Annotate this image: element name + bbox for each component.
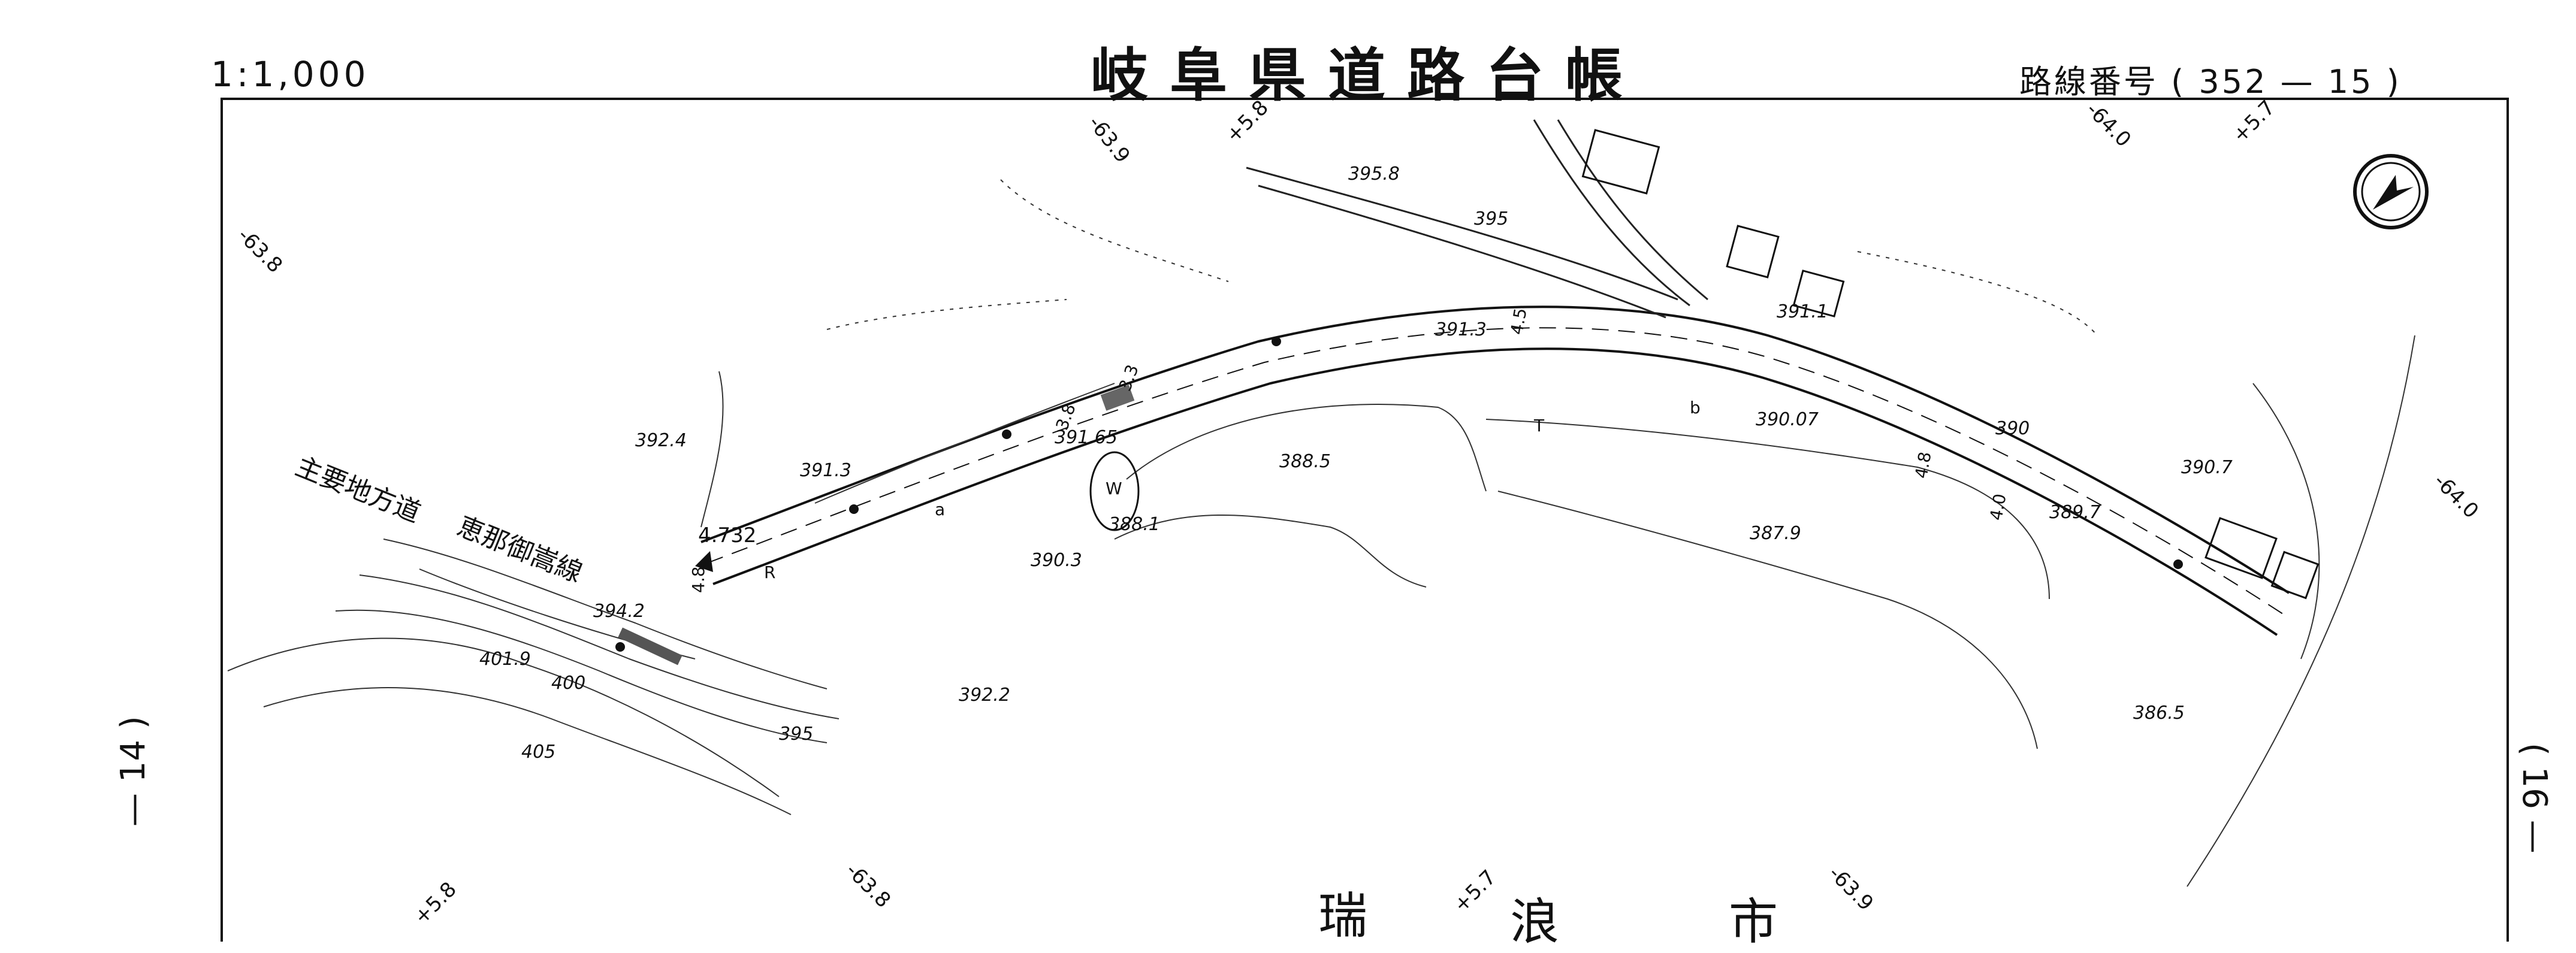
- elevation-label: 392.4: [635, 430, 687, 451]
- elevation-label: 389.7: [2049, 502, 2101, 523]
- map-scale: 1:1,000: [211, 54, 370, 95]
- elevation-label: 386.5: [2133, 703, 2185, 724]
- embankment: [1497, 491, 2038, 749]
- utility-pole: [2173, 559, 2183, 569]
- elevation-label: 395.8: [1348, 164, 1400, 184]
- building: [1581, 129, 1660, 195]
- embankment: [700, 371, 724, 528]
- bridge: [1100, 385, 1135, 411]
- road-width-label: 4.8: [688, 566, 708, 593]
- elevation-label: 400: [551, 673, 585, 694]
- embankment: [2187, 335, 2415, 887]
- elevation-label: 392.2: [959, 685, 1010, 706]
- embankment: [1857, 251, 2098, 336]
- elevation-label: 390.7: [2181, 457, 2233, 478]
- km-marker-icon: [695, 551, 713, 572]
- embankment: [814, 383, 1115, 504]
- elevation-label: 391.3: [800, 460, 851, 481]
- curb-label: b: [1690, 398, 1701, 417]
- elevation-label: 391.65: [1055, 427, 1118, 448]
- embankment: [1000, 179, 1229, 282]
- branch-road: [1258, 184, 1666, 319]
- elevation-label: 387.9: [1750, 523, 1801, 544]
- building: [2270, 550, 2320, 600]
- curb-label: a: [935, 500, 945, 519]
- grid-mark-bottom-3: +5.7: [1449, 866, 1501, 918]
- contour-line: [335, 609, 828, 743]
- bridge-width-label: 3.3: [1115, 362, 1143, 394]
- road-edge-south: [712, 347, 2278, 636]
- map-frame: [221, 98, 2509, 942]
- route-number: 路線番号 ( 352 — 15 ): [2019, 63, 2402, 101]
- elevation-label: 395: [779, 724, 813, 745]
- branch-road: [1557, 119, 1708, 301]
- city-char-3: 市: [1729, 894, 1778, 951]
- city-char-2: 浪: [1510, 894, 1560, 951]
- embankment: [1126, 404, 1487, 492]
- elevation-label: 401.9: [479, 649, 531, 670]
- grid-mark-bottom-2: -63.8: [841, 858, 895, 912]
- route-label-line1: 主要地方道: [291, 451, 425, 529]
- road-width-label: 4.8: [1911, 450, 1935, 480]
- utility-pole: [849, 504, 859, 514]
- grid-mark-top-1: -63.9: [1083, 111, 1135, 168]
- grid-mark-top-2: +5.8: [1221, 96, 1273, 148]
- grid-mark-left: -63.8: [233, 223, 287, 277]
- city-char-1: 瑞: [1318, 888, 1368, 945]
- road-hatch: [618, 627, 682, 665]
- grid-mark-top-3: -64.0: [2082, 98, 2136, 152]
- pond: [1089, 451, 1140, 531]
- grid-mark-bottom-1: +5.8: [409, 878, 461, 930]
- route-label-line2: 恵那御嵩線: [453, 511, 587, 589]
- contour-line: [227, 637, 780, 797]
- embankment: [2252, 383, 2320, 659]
- contour-line: [383, 538, 828, 689]
- utility-pole: [1272, 337, 1281, 346]
- building: [1726, 225, 1780, 279]
- building: [2204, 517, 2278, 579]
- embankment: [826, 299, 1067, 330]
- contour-line: [263, 686, 792, 815]
- km-marker-label: 4.732: [698, 524, 756, 547]
- elevation-label: 391.3: [1435, 319, 1487, 340]
- elevation-label: 395: [1474, 208, 1508, 229]
- utility-pole: [1002, 429, 1011, 439]
- elevation-label: 405: [521, 742, 555, 763]
- curb-label: R: [764, 562, 775, 582]
- elevation-label: 390.3: [1031, 550, 1082, 571]
- elevation-label: 390: [1995, 418, 2030, 439]
- elevation-label: 388.1: [1109, 514, 1160, 535]
- contour-line: [359, 574, 839, 719]
- road-width-label: 4.5: [1506, 307, 1530, 337]
- utility-pole: [615, 642, 625, 652]
- grid-mark-top-4: +5.7: [2228, 96, 2280, 148]
- building: [1792, 270, 1845, 317]
- road-edge-north: [700, 305, 2290, 594]
- elevation-label: 388.5: [1279, 451, 1331, 472]
- pond-label: W: [1106, 479, 1122, 498]
- branch-road: [1533, 119, 1690, 307]
- elevation-label: 391.1: [1777, 301, 1828, 322]
- elevation-label: 390.07: [1756, 409, 1819, 430]
- branch-road: [1246, 167, 1678, 301]
- embankment: [1114, 515, 1427, 588]
- road-centerline: [706, 327, 2284, 615]
- elevation-label: 394.2: [593, 601, 645, 622]
- road-width-label: 4.0: [1986, 492, 2010, 522]
- embankment: [1485, 419, 2050, 600]
- grid-mark-right: -64.0: [2429, 469, 2483, 523]
- grid-mark-bottom-4: -63.9: [1824, 861, 1878, 915]
- north-arrow-icon: [2353, 154, 2429, 229]
- curb-label: T: [1533, 416, 1545, 435]
